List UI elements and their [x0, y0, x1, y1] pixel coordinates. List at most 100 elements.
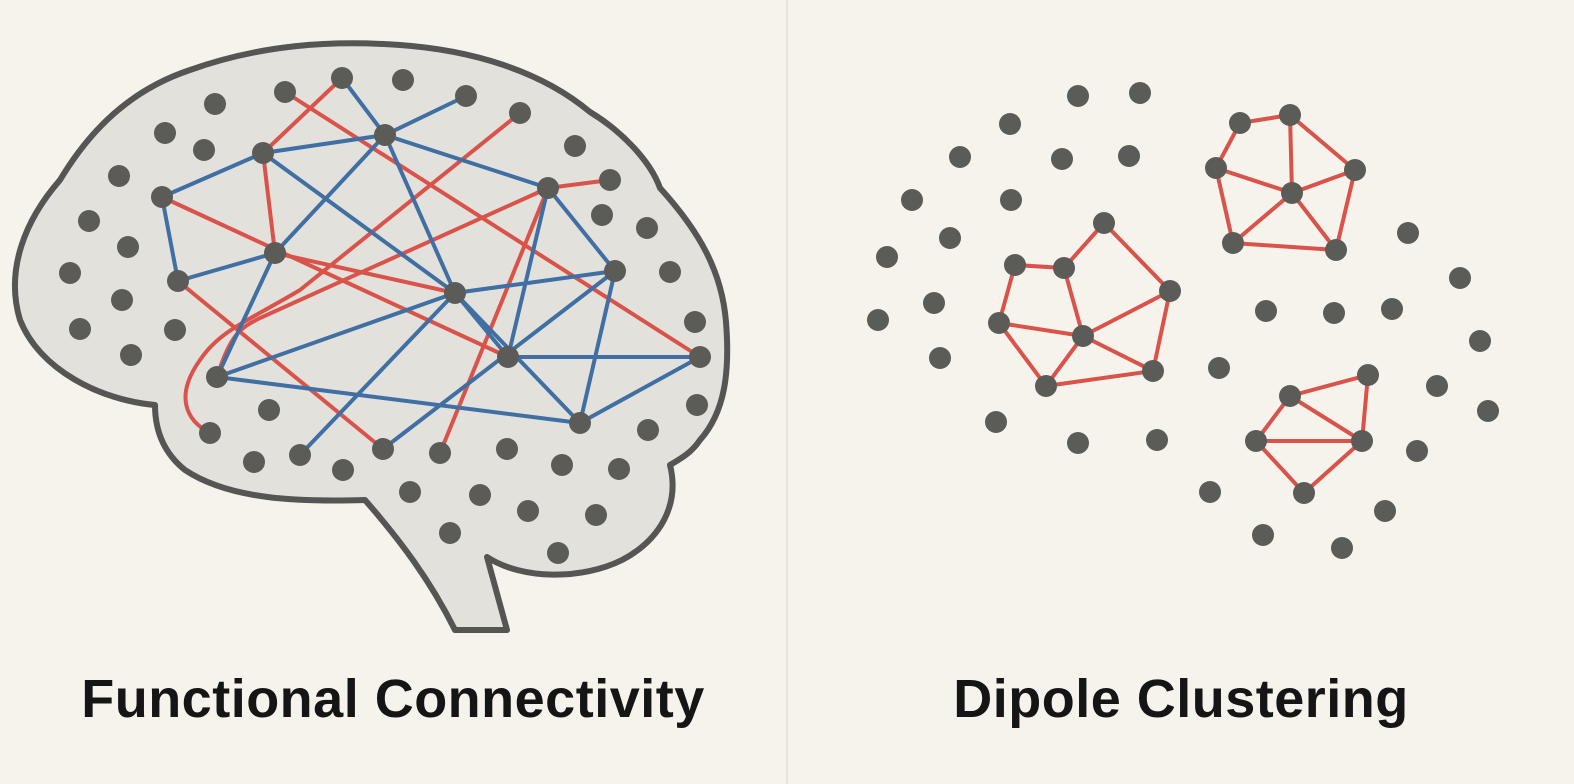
electrode-node — [154, 122, 176, 144]
electrode-node — [1477, 400, 1499, 422]
connection-edge — [578, 355, 702, 425]
electrode-node — [1426, 375, 1448, 397]
electrode-node — [1344, 159, 1366, 181]
electrode-node — [1053, 257, 1075, 279]
electrode-node — [164, 319, 186, 341]
electrode-node — [1129, 82, 1151, 104]
electrode-node — [289, 444, 311, 466]
electrode-node — [537, 177, 559, 199]
electrode-node — [1357, 364, 1379, 386]
electrode-node — [206, 366, 228, 388]
connection-edge — [160, 195, 510, 359]
connection-edge — [1102, 221, 1172, 293]
electrode-node — [1035, 375, 1057, 397]
electrode-node — [1118, 145, 1140, 167]
electrode-node — [1293, 482, 1315, 504]
connection-edge — [383, 94, 468, 137]
connection-edge — [283, 90, 702, 359]
electrode-node — [1146, 429, 1168, 451]
electrode-node — [1323, 302, 1345, 324]
electrode-node — [569, 412, 591, 434]
electrode-node — [1469, 330, 1491, 352]
electrode-node — [1449, 267, 1471, 289]
electrode-node — [949, 146, 971, 168]
electrode-node — [509, 102, 531, 124]
electrode-node — [1205, 157, 1227, 179]
electrode-node — [1051, 148, 1073, 170]
connection-edge — [1334, 168, 1357, 252]
electrode-node — [1072, 325, 1094, 347]
electrode-node — [604, 260, 626, 282]
electrode-node — [120, 344, 142, 366]
connection-edge — [261, 151, 277, 255]
electrode-node — [659, 261, 681, 283]
electrode-node — [1381, 298, 1403, 320]
connection-edge — [215, 375, 582, 425]
electrode-node — [1374, 500, 1396, 522]
connection-edge — [1302, 439, 1364, 495]
connection-edge — [215, 291, 457, 379]
electrode-node — [1331, 537, 1353, 559]
electrode-node — [78, 210, 100, 232]
electrode-node — [1199, 481, 1221, 503]
connection-edge — [1288, 394, 1364, 443]
electrode-node — [608, 458, 630, 480]
connection-edge — [1231, 241, 1338, 252]
connection-edge — [176, 251, 277, 283]
dipole-clustering-title: Dipole Clustering — [953, 669, 1409, 729]
electrode-node — [444, 282, 466, 304]
electrode-node — [876, 246, 898, 268]
electrode-node — [252, 142, 274, 164]
electrode-node — [1406, 440, 1428, 462]
electrode-node — [258, 399, 280, 421]
functional-connectivity-panel: Functional Connectivity — [0, 0, 786, 784]
electrode-node — [1255, 300, 1277, 322]
dipole-clustering-brain-diagram — [867, 82, 1499, 559]
electrode-node — [1245, 430, 1267, 452]
connection-edge — [1288, 113, 1294, 195]
connection-edge — [1214, 166, 1235, 245]
electrode-node — [923, 292, 945, 314]
connection-edge — [160, 151, 265, 199]
electrode-node — [1093, 212, 1115, 234]
electrode-node — [1279, 104, 1301, 126]
electrode-node — [1252, 524, 1274, 546]
connection-edge — [1231, 191, 1294, 245]
electrode-node — [686, 394, 708, 416]
connection-edge — [1254, 439, 1306, 495]
electrode-node — [1229, 112, 1251, 134]
electrode-node — [1351, 430, 1373, 452]
electrode-node — [1208, 357, 1230, 379]
electrode-node — [392, 69, 414, 91]
electrode-node — [901, 189, 923, 211]
electrode-node — [193, 139, 215, 161]
electrode-node — [1159, 280, 1181, 302]
connection-edge — [546, 186, 617, 273]
connection-edge — [183, 111, 522, 435]
electrode-node — [111, 289, 133, 311]
electrode-node — [1067, 85, 1089, 107]
connection-edge — [997, 321, 1085, 338]
electrode-node — [1004, 254, 1026, 276]
electrode-node — [551, 454, 573, 476]
connection-edge — [383, 133, 550, 190]
electrode-node — [469, 484, 491, 506]
electrode-node — [636, 217, 658, 239]
electrode-node — [399, 481, 421, 503]
connection-edge — [273, 251, 457, 295]
functional-connectivity-title: Functional Connectivity — [81, 669, 705, 729]
electrode-node — [689, 346, 711, 368]
electrode-node — [374, 124, 396, 146]
connection-edge — [261, 133, 387, 155]
electrode-node — [564, 135, 586, 157]
connection-edge — [261, 76, 344, 155]
connection-edge — [1288, 373, 1370, 398]
electrode-node — [599, 169, 621, 191]
electrode-node — [117, 236, 139, 258]
electrode-node — [929, 347, 951, 369]
connection-edge — [1360, 373, 1370, 443]
functional-connectivity-brain-diagram — [11, 40, 731, 633]
electrode-node — [988, 312, 1010, 334]
dipole-clustering-panel: Dipole Clustering — [788, 0, 1574, 784]
connection-edge — [1081, 334, 1155, 373]
